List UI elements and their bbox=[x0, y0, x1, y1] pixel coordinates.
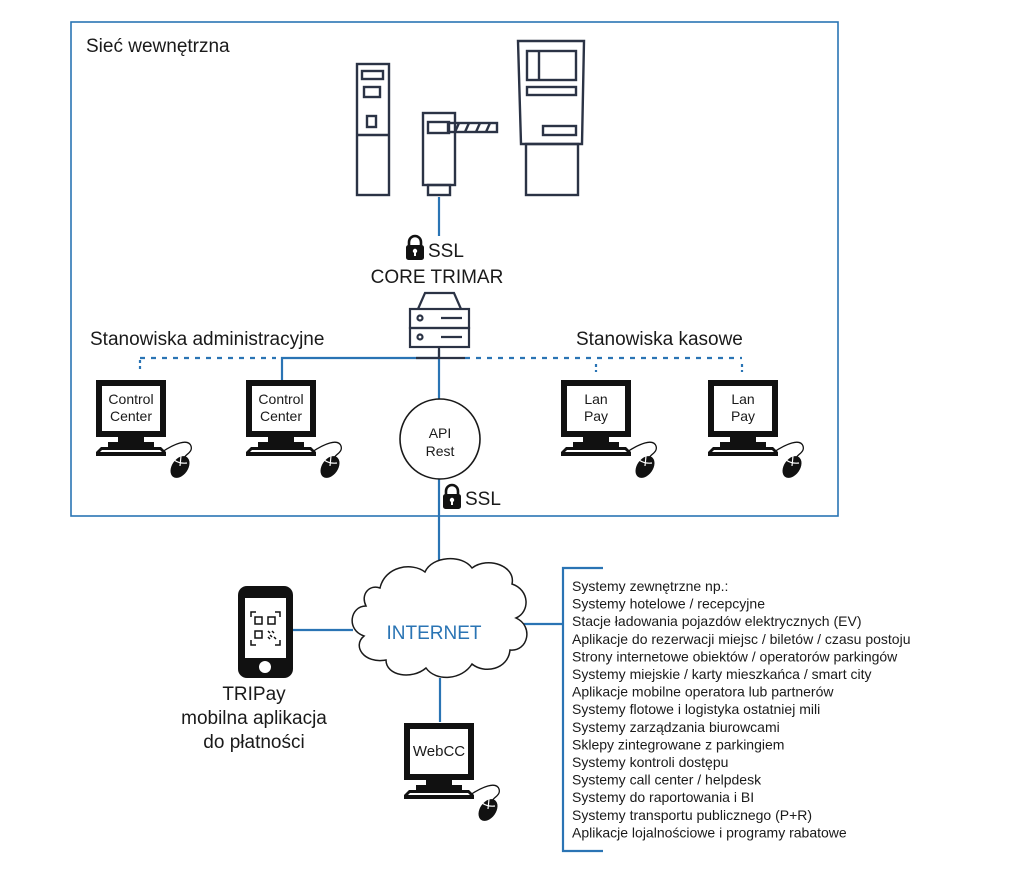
ssl-lock-icon-api bbox=[441, 483, 463, 511]
mobile-phone-icon bbox=[238, 586, 293, 678]
station-label-line1: Lan bbox=[731, 391, 754, 407]
computer-icon bbox=[560, 379, 660, 483]
core-ssl-label: SSL bbox=[428, 241, 464, 262]
external-system-item: Sklepy zintegrowane z parkingiem bbox=[572, 736, 784, 752]
mobile-label-line1: TRIPay bbox=[222, 684, 286, 705]
admin-station-2: Control Center bbox=[245, 379, 345, 483]
cash-station-1: Lan Pay bbox=[560, 379, 660, 483]
core-title: CORE TRIMAR bbox=[371, 267, 504, 288]
mobile-label-line2: mobilna aplikacja bbox=[181, 708, 327, 729]
station-label-line1: Control bbox=[258, 391, 303, 407]
station-label-line2: Pay bbox=[584, 408, 608, 424]
external-system-item: Systemy miejskie / karty mieszkańca / sm… bbox=[572, 666, 872, 682]
external-system-item: Stacje ładowania pojazdów elektrycznych … bbox=[572, 613, 861, 629]
external-system-item: Aplikacje do rezerwacji miejsc / biletów… bbox=[572, 631, 910, 647]
admin-station-1: Control Center bbox=[95, 379, 195, 483]
station-label-line2: Center bbox=[260, 408, 302, 424]
internal-network-frame bbox=[70, 21, 839, 517]
api-label-line1: API bbox=[429, 425, 452, 441]
ssl-lock-icon-core bbox=[404, 234, 426, 262]
external-system-item: Aplikacje lojalnościowe i programy rabat… bbox=[572, 824, 847, 840]
external-system-item: Systemy zarządzania biurowcami bbox=[572, 719, 780, 735]
external-system-item: Strony internetowe obiektów / operatorów… bbox=[572, 648, 898, 664]
api-rest-node bbox=[399, 398, 481, 480]
external-system-item: Systemy kontroli dostępu bbox=[572, 754, 728, 770]
parking-terminal-icon bbox=[355, 62, 391, 197]
station-label-line2: Pay bbox=[731, 408, 755, 424]
computer-icon bbox=[403, 722, 503, 826]
payment-kiosk-icon bbox=[516, 39, 586, 197]
cash-group-title: Stanowiska kasowe bbox=[576, 329, 743, 350]
server-icon bbox=[408, 291, 471, 360]
connection-lines bbox=[280, 197, 603, 853]
external-systems-heading: Systemy zewnętrzne np.: bbox=[572, 578, 728, 594]
cash-station-2: Lan Pay bbox=[707, 379, 807, 483]
external-system-item: Systemy transportu publicznego (P+R) bbox=[572, 807, 812, 823]
webcc-station: WebCC bbox=[403, 722, 503, 826]
external-system-item: Systemy hotelowe / recepcyjne bbox=[572, 596, 765, 612]
dashed-connections bbox=[138, 356, 744, 372]
external-system-item: Aplikacje mobilne operatora lub partneró… bbox=[572, 684, 834, 700]
barrier-gate-icon bbox=[421, 111, 499, 197]
mobile-label-line3: do płatności bbox=[203, 732, 304, 753]
admin-group-title: Stanowiska administracyjne bbox=[90, 329, 324, 350]
external-system-item: Systemy do raportowania i BI bbox=[572, 789, 754, 805]
external-system-item: Systemy call center / helpdesk bbox=[572, 772, 762, 788]
webcc-label: WebCC bbox=[413, 743, 465, 760]
external-systems-list: Systemy zewnętrzne np.: Systemy hotelowe … bbox=[572, 578, 910, 840]
station-label-line1: Lan bbox=[584, 391, 607, 407]
internal-network-title: Sieć wewnętrzna bbox=[86, 36, 230, 57]
internet-cloud bbox=[351, 557, 528, 678]
internet-label: INTERNET bbox=[387, 623, 482, 644]
station-label-line1: Control bbox=[108, 391, 153, 407]
api-label-line2: Rest bbox=[426, 443, 455, 459]
qr-code-icon bbox=[250, 611, 281, 646]
computer-icon bbox=[707, 379, 807, 483]
external-system-item: Systemy flotowe i logistyka ostatniej mi… bbox=[572, 701, 820, 717]
api-ssl-label: SSL bbox=[465, 489, 501, 510]
station-label-line2: Center bbox=[110, 408, 152, 424]
